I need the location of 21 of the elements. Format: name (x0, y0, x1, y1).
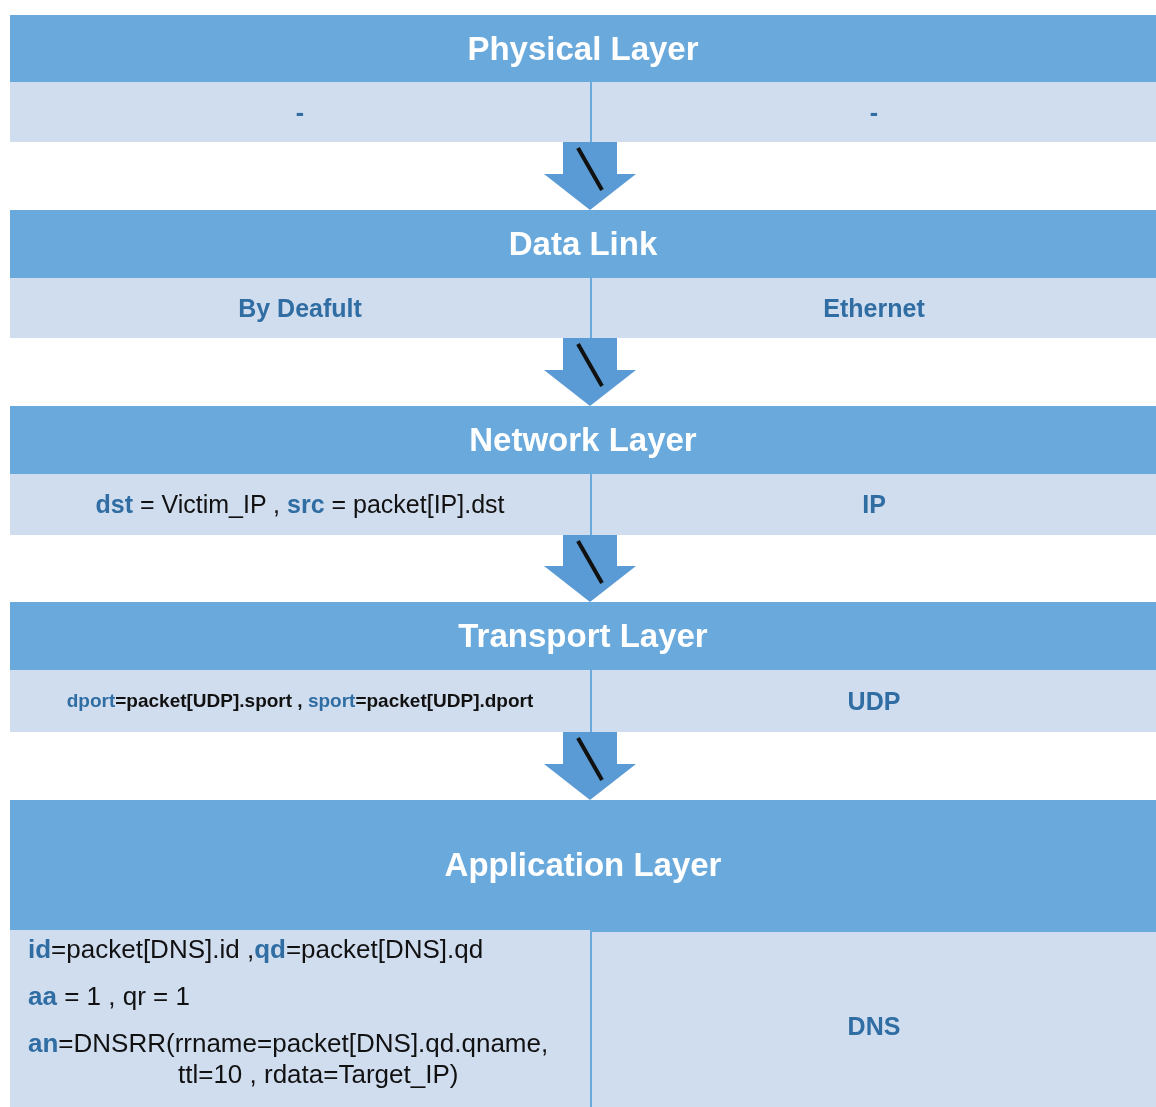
table-cell (10, 930, 590, 1107)
layer-band (10, 602, 1156, 732)
code-text: aa = 1 , qr = 1 (28, 981, 191, 1012)
layer-band (10, 800, 1156, 1107)
layer-title: Application Layer (444, 845, 722, 885)
layer-title: Network Layer (469, 420, 697, 460)
table-cell (10, 278, 590, 338)
layer-band (10, 406, 1156, 535)
layer-title: Transport Layer (458, 616, 708, 656)
table-cell (592, 670, 1156, 732)
table-cell (592, 278, 1156, 338)
table-cell (592, 82, 1156, 142)
layer-band (10, 210, 1156, 338)
layer-band (10, 15, 1156, 142)
table-cell (592, 474, 1156, 535)
code-text: id=packet[DNS].id ,qd=packet[DNS].qd (28, 934, 485, 965)
layer-title: Physical Layer (467, 29, 699, 69)
layer-title: Data Link (508, 224, 658, 264)
table-cell (592, 932, 1156, 1107)
code-text: an=DNSRR(rrname=packet[DNS].qd.qname, ttl=10 , rdata=Target_IP) (28, 1028, 550, 1090)
table-cell (10, 82, 590, 142)
